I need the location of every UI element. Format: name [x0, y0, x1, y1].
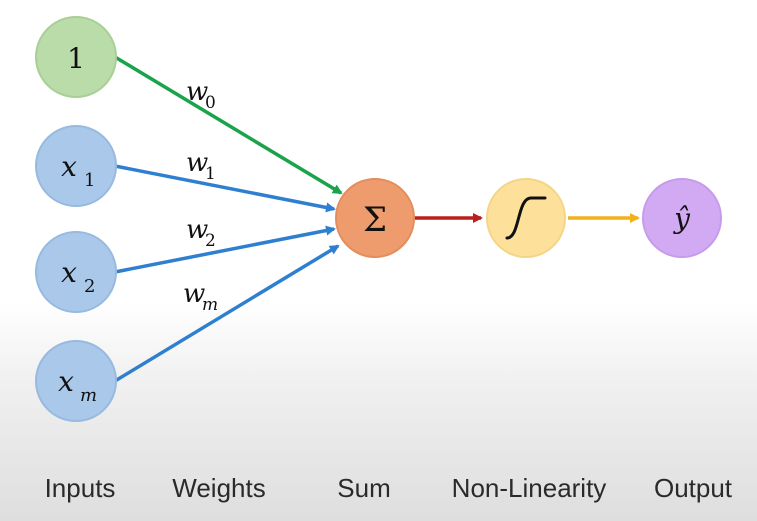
caption-output: Output — [653, 473, 733, 503]
input-node-x2-label: x — [61, 256, 77, 289]
input-node-x2-subscript: 2 — [84, 276, 95, 297]
sigmoid-curve-icon — [505, 196, 547, 240]
sum-symbol: Σ — [363, 200, 387, 240]
input-arrow-m — [114, 244, 340, 383]
output-node-group: ŷ — [642, 178, 722, 258]
edges — [114, 55, 640, 383]
weight-label-wm: w — [183, 279, 205, 309]
weight-label-w2: w — [186, 215, 208, 245]
weight-label-w2-subscript: 2 — [205, 231, 216, 251]
input-node-xm — [35, 340, 117, 422]
weight-label-w1: w — [186, 148, 208, 178]
weight-label-wm-subscript: m — [202, 295, 218, 315]
nonlinearity-node — [486, 178, 566, 258]
caption-sum: Sum — [337, 473, 391, 503]
input-arrow-1 — [114, 164, 336, 213]
caption-inputs: Inputs — [44, 473, 116, 503]
weight-label-w0: w — [186, 77, 208, 107]
input-node-x2 — [35, 231, 117, 313]
input-node-xm-label: x — [58, 365, 74, 398]
caption-nonlinearity: Non-Linearity — [451, 473, 607, 503]
nonlinearity-node-group — [486, 178, 566, 258]
sum-node-group: Σ — [335, 178, 415, 258]
input-node-x1-subscript: 1 — [84, 170, 95, 191]
input-node-x1 — [35, 125, 117, 207]
weight-labels: w 0 w 1 w 2 w m — [183, 77, 218, 315]
bias-node-label: 1 — [67, 42, 85, 75]
sum-node — [335, 178, 415, 258]
input-node-x1-label: x — [61, 150, 77, 183]
weight-label-w0-subscript: 0 — [205, 93, 216, 113]
weight-label-w1-subscript: 1 — [205, 164, 216, 184]
output-node — [642, 178, 722, 258]
caption-weights: Weights — [172, 473, 266, 503]
input-arrow-2 — [114, 225, 336, 274]
output-symbol: ŷ — [672, 202, 691, 235]
input-node-xm-subscript: m — [80, 385, 97, 406]
bias-node — [35, 16, 117, 98]
input-nodes: 1 x 1 x 2 x m — [35, 16, 117, 422]
bias-arrow — [114, 55, 343, 195]
